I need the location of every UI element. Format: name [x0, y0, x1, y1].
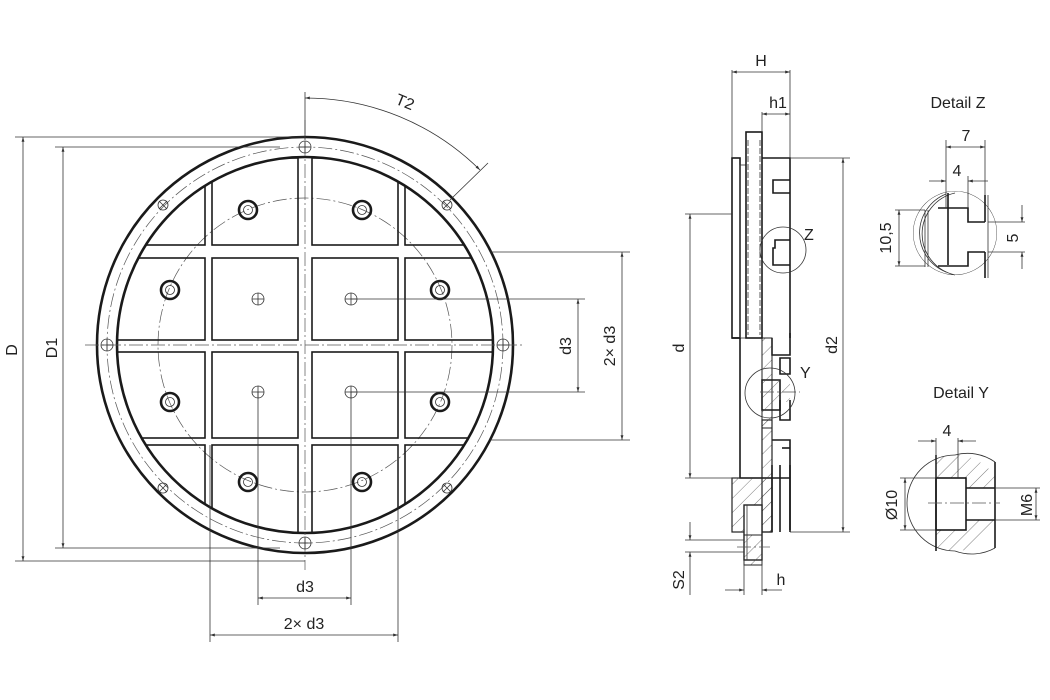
detail-y-dim-d10: Ø10	[884, 490, 901, 520]
label-Y: Y	[800, 365, 811, 382]
dim-2xd3-vertical	[490, 251, 630, 441]
dim-d3-horizontal	[257, 392, 352, 605]
label-T2: T2	[393, 91, 417, 114]
detail-z-dim-5: 5	[1005, 233, 1022, 242]
dim-S2	[685, 522, 744, 595]
label-S2: S2	[671, 570, 688, 590]
side-view: Z Y H h1 d d2	[671, 53, 850, 595]
label-h: h	[777, 572, 786, 589]
label-D: D	[4, 344, 21, 356]
detail-z-marker	[759, 226, 807, 274]
dim-h	[725, 560, 782, 595]
label-2xd3-vertical: 2× d3	[602, 326, 619, 367]
label-D1: D1	[44, 338, 61, 359]
detail-y-title: Detail Y	[933, 385, 989, 402]
label-h1: h1	[769, 95, 787, 112]
label-d2: d2	[824, 336, 841, 354]
detail-y-dim-m6: M6	[1019, 494, 1036, 516]
label-2xd3-horizontal: 2× d3	[284, 616, 325, 633]
front-view: D D1 T2 d3 2× d3	[4, 91, 630, 642]
detail-y: Detail Y 4 Ø10 M6	[884, 385, 1040, 555]
label-Z: Z	[804, 227, 814, 244]
dim-D1	[55, 146, 280, 549]
dim-h1	[761, 112, 790, 132]
detail-z-title: Detail Z	[930, 95, 985, 112]
detail-z-dim-7: 7	[962, 128, 971, 145]
socket-screws	[159, 199, 451, 493]
dim-2xd3-horizontal	[209, 445, 399, 642]
detail-y-dim-4: 4	[943, 423, 952, 440]
d3-holes	[251, 292, 358, 399]
label-d3-horizontal: d3	[296, 579, 314, 596]
detail-y-marker	[744, 367, 796, 419]
label-d3-vertical: d3	[558, 337, 575, 355]
dim-d2	[790, 157, 850, 533]
dim-d3-vertical	[351, 298, 585, 393]
detail-z-dim-10-5: 10,5	[878, 222, 895, 253]
detail-z: Detail Z 7 4 10,5 5	[878, 95, 1025, 278]
dim-D	[15, 136, 305, 562]
label-H: H	[755, 53, 767, 70]
dim-T2	[304, 92, 489, 201]
label-d: d	[671, 344, 688, 353]
detail-z-dim-4: 4	[953, 163, 962, 180]
dim-d	[685, 213, 740, 479]
